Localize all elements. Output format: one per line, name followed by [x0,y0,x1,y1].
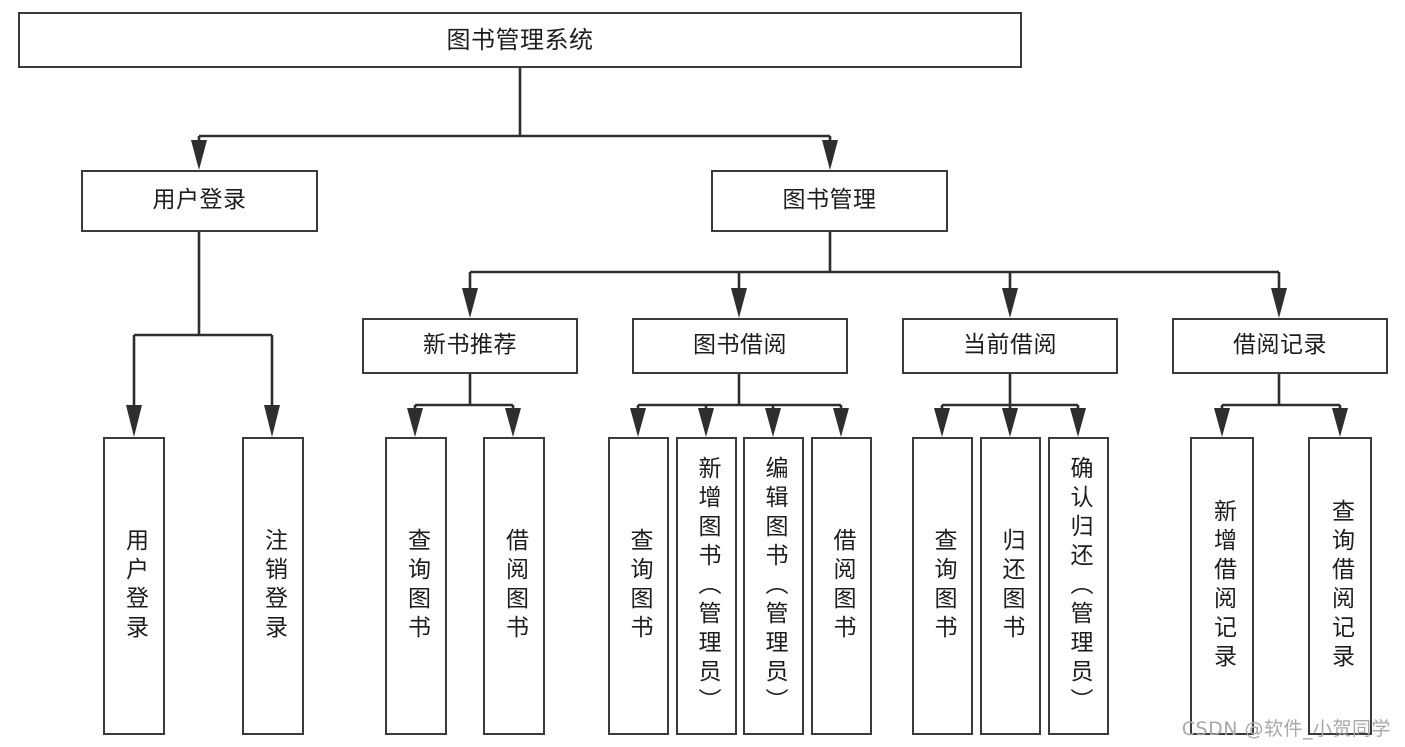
node-new-book-recommend[interactable]: 新书推荐 [362,318,578,374]
node-book-management[interactable]: 图书管理 [711,170,948,232]
node-borrow-record[interactable]: 借阅记录 [1172,318,1388,374]
arrowhead-leaf-query-book-1 [407,408,423,437]
node-leaf-query-book-2[interactable]: 查询图书 [608,437,669,735]
node-new-book-recommend-label: 新书推荐 [423,332,517,359]
node-leaf-user-logout-label: 注销登录 [260,528,287,644]
node-root-label: 图书管理系统 [446,25,594,54]
arrowhead-leaf-borrow-book-1 [505,408,521,437]
arrowhead-leaf-add-record [1214,408,1230,437]
arrowhead-leaf-query-record [1332,408,1348,437]
node-leaf-query-borrow-record[interactable]: 查询借阅记录 [1308,437,1372,735]
arrowhead-leaf-confirm-return [1070,408,1086,437]
node-leaf-borrow-book-1[interactable]: 借阅图书 [483,437,545,735]
arrowhead-leaf-query-book-2 [630,408,646,437]
node-leaf-user-logout[interactable]: 注销登录 [242,437,304,735]
arrowhead-book-borrow [731,288,747,318]
node-leaf-borrow-book-2-label: 借阅图书 [829,528,855,644]
node-book-management-label: 图书管理 [782,187,877,214]
arrowhead-borrow-record [1271,288,1287,318]
node-leaf-return-book[interactable]: 归还图书 [980,437,1041,735]
node-leaf-query-borrow-record-label: 查询借阅记录 [1327,499,1354,673]
node-user-login[interactable]: 用户登录 [81,170,318,232]
node-leaf-add-book-label: 新增图书（管理员） [694,455,720,717]
node-leaf-query-book-1-label: 查询图书 [403,528,430,644]
node-leaf-query-book-3-label: 查询图书 [930,528,956,644]
node-leaf-confirm-return-label: 确认归还（管理员） [1066,455,1092,717]
node-book-borrow-label: 图书借阅 [693,332,787,359]
node-leaf-edit-book[interactable]: 编辑图书（管理员） [743,437,804,735]
arrowhead-leaf-edit-book [765,408,781,437]
arrowhead-leaf-add-book [698,408,714,437]
node-leaf-add-borrow-record-label: 新增借阅记录 [1209,499,1236,673]
arrowhead-leaf-query-book-3 [934,408,950,437]
node-leaf-edit-book-label: 编辑图书（管理员） [761,455,787,717]
arrowhead-leaf-borrow-book-2 [833,408,849,437]
arrowhead-leaf-user-logout [264,405,280,437]
node-borrow-record-label: 借阅记录 [1233,332,1327,359]
node-current-borrow-label: 当前借阅 [963,332,1057,359]
node-leaf-query-book-3[interactable]: 查询图书 [912,437,973,735]
node-leaf-user-login[interactable]: 用户登录 [103,437,165,735]
node-root[interactable]: 图书管理系统 [18,12,1022,68]
node-leaf-add-book[interactable]: 新增图书（管理员） [676,437,737,735]
node-leaf-return-book-label: 归还图书 [998,528,1024,644]
node-book-borrow[interactable]: 图书借阅 [632,318,848,374]
arrowhead-bookmgmt [822,140,838,170]
node-leaf-borrow-book-1-label: 借阅图书 [501,528,528,644]
node-leaf-user-login-label: 用户登录 [121,528,148,644]
arrowhead-current-borrow [1002,288,1018,318]
node-current-borrow[interactable]: 当前借阅 [902,318,1118,374]
node-leaf-confirm-return[interactable]: 确认归还（管理员） [1048,437,1109,735]
arrowhead-leaf-return-book [1002,408,1018,437]
node-leaf-query-book-1[interactable]: 查询图书 [385,437,447,735]
node-leaf-query-book-2-label: 查询图书 [626,528,652,644]
csdn-watermark: CSDN @软件_小贺同学 [1181,718,1391,740]
node-leaf-add-borrow-record[interactable]: 新增借阅记录 [1190,437,1254,735]
node-leaf-borrow-book-2[interactable]: 借阅图书 [811,437,872,735]
arrowhead-userlogin [191,140,207,170]
node-user-login-label: 用户登录 [152,187,247,214]
arrowhead-new-book-rec [462,288,478,318]
arrowhead-leaf-user-login [126,405,142,437]
